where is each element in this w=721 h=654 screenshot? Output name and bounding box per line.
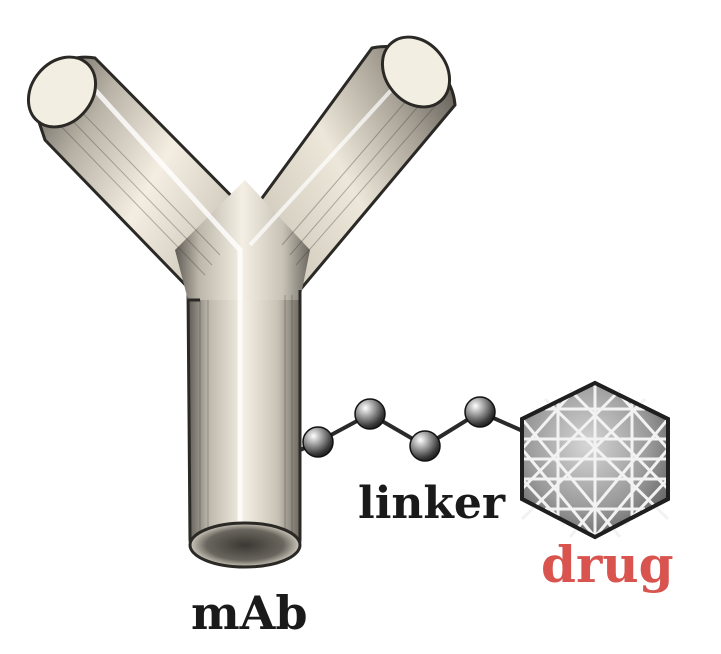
linker-bead-1 (302, 426, 334, 458)
drug-mesh (520, 383, 670, 538)
antibody-hinge (175, 180, 310, 300)
linker-bead-4 (464, 396, 496, 428)
antibody-stem (186, 283, 302, 561)
linker-chain (299, 396, 526, 462)
antibody-stem-opening (188, 521, 302, 569)
linker-bead-3 (409, 430, 441, 462)
linker-label: linker (358, 478, 506, 529)
antibody-right-cap (380, 35, 452, 109)
mab-label: mAb (191, 586, 308, 640)
antibody-left-cap (26, 55, 98, 129)
antibody-highlight (93, 88, 243, 540)
drug-molecule (520, 380, 670, 540)
drug-label: drug (541, 535, 674, 594)
antibody-hatching (54, 84, 437, 545)
linker-bead-2 (354, 398, 386, 430)
antibody-mab (26, 35, 457, 569)
